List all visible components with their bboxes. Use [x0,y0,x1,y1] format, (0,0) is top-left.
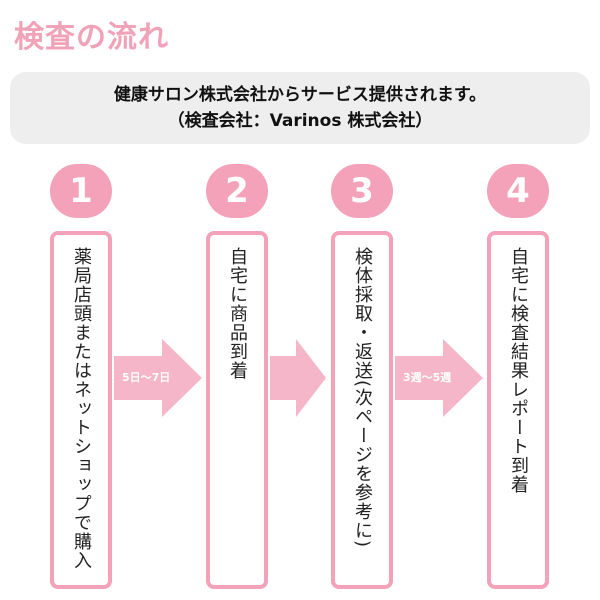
step-2-box: 自宅に商品到着 [206,231,268,589]
arrow-1-shape [114,339,202,417]
step-1-box: 薬局店頭またはネットショップで購入 [50,231,112,589]
step-2-text: 自宅に商品到着 [227,247,248,380]
arrow-1-label: 5日〜7日 [122,371,171,384]
step-2-number: 2 [206,164,268,218]
arrow-2-shape [270,339,326,417]
service-notice: 健康サロン株式会社からサービス提供されます。 （検査会社：Varinos 株式会… [10,72,590,144]
notice-line-2: （検査会社：Varinos 株式会社） [167,111,433,131]
arrow-3: 3週〜5週 [395,339,483,417]
page-title: 検査の流れ [14,20,169,55]
step-4-text: 自宅に検査結果レポート到着 [508,247,529,494]
step-3-box: 検体採取・返送(次ページを参考に) [331,231,393,589]
step-3-text: 検体採取・返送(次ページを参考に) [352,247,373,549]
step-4-number: 4 [487,164,549,218]
step-1-text: 薬局店頭またはネットショップで購入 [71,247,92,570]
arrow-2 [270,339,326,417]
notice-line-1: 健康サロン株式会社からサービス提供されます。 [113,85,487,105]
step-4-box: 自宅に検査結果レポート到着 [487,231,549,589]
step-1-number: 1 [50,164,112,218]
arrow-3-shape [395,339,483,417]
arrow-3-label: 3週〜5週 [403,371,452,384]
arrow-1: 5日〜7日 [114,339,202,417]
step-3-number: 3 [331,164,393,218]
